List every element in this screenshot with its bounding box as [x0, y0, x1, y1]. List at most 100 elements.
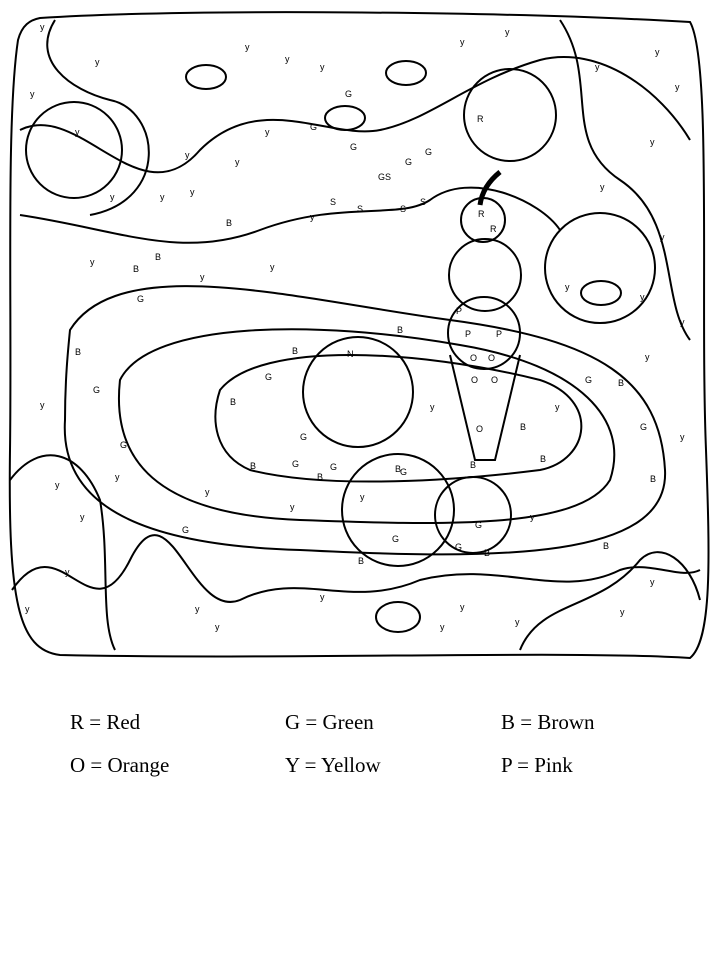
region-letter: y: [680, 317, 685, 327]
region-letter: y: [675, 82, 680, 92]
region-letter: S: [357, 204, 363, 214]
region-letter: y: [115, 472, 120, 482]
oval-4: [580, 280, 622, 306]
region-letter: B: [226, 218, 232, 228]
scoop-1: [448, 238, 522, 312]
region-letter: P: [456, 306, 462, 316]
region-letter: y: [110, 192, 115, 202]
region-letter: G: [400, 467, 407, 477]
region-letter: y: [320, 62, 325, 72]
circle-top-left: [25, 101, 123, 199]
big-swirl-outer: [63, 285, 667, 556]
region-letter: y: [190, 187, 195, 197]
region-letter: G: [300, 432, 307, 442]
region-letter: G: [345, 89, 352, 99]
region-letter: B: [650, 474, 656, 484]
region-letter: S: [400, 204, 406, 214]
region-letter: P: [465, 329, 471, 339]
legend-brown: B = Brown: [501, 710, 595, 734]
region-letter: y: [650, 137, 655, 147]
region-letter: y: [95, 57, 100, 67]
region-letter: y: [195, 604, 200, 614]
region-letter: y: [430, 402, 435, 412]
region-letter: G: [265, 372, 272, 382]
region-letter: y: [65, 567, 70, 577]
region-letter: G: [585, 375, 592, 385]
wave-left: [46, 19, 150, 216]
region-letter: y: [595, 62, 600, 72]
region-letter: y: [555, 402, 560, 412]
region-letter: y: [600, 182, 605, 192]
region-letter: B: [395, 464, 401, 474]
oval-1: [185, 64, 227, 90]
region-letter: B: [397, 325, 403, 335]
wave-top: [19, 56, 691, 174]
region-letter: B: [317, 472, 323, 482]
region-letter: y: [310, 212, 315, 222]
region-letter: y: [360, 492, 365, 502]
region-letter: y: [40, 22, 45, 32]
region-letter: B: [540, 454, 546, 464]
cone: [449, 354, 521, 461]
wave-right: [559, 19, 691, 341]
wave-lower-left: [9, 454, 116, 651]
legend-red: R = Red: [70, 710, 141, 734]
circle-bottom-right: [434, 476, 512, 554]
circle-right: [544, 212, 656, 324]
region-letter: y: [645, 352, 650, 362]
region-letter: y: [680, 432, 685, 442]
region-letter: y: [205, 487, 210, 497]
region-letter: G: [93, 385, 100, 395]
region-letter: y: [655, 47, 660, 57]
region-letter: G: [310, 122, 317, 132]
region-letter: y: [80, 512, 85, 522]
region-letter: y: [565, 282, 570, 292]
region-letter: G: [392, 534, 399, 544]
region-letter: y: [290, 502, 295, 512]
region-letter: R: [477, 114, 484, 124]
region-letter: G: [330, 462, 337, 472]
region-letter: B: [470, 460, 476, 470]
region-letter: R: [490, 224, 497, 234]
circle-center: [302, 336, 414, 448]
region-letter: y: [185, 150, 190, 160]
region-letter: O: [470, 353, 477, 363]
region-letter: S: [420, 197, 426, 207]
region-letter: R: [478, 209, 485, 219]
legend-green: G = Green: [285, 710, 374, 734]
region-letter: y: [245, 42, 250, 52]
region-letter: B: [520, 422, 526, 432]
region-letter: B: [75, 347, 81, 357]
legend-orange: O = Orange: [70, 753, 170, 777]
region-letter: O: [491, 375, 498, 385]
region-letter: G: [378, 172, 385, 182]
region-letter: B: [603, 541, 609, 551]
oval-2: [385, 60, 427, 86]
oval-5: [375, 601, 421, 633]
region-letter: y: [40, 400, 45, 410]
region-letter: y: [440, 622, 445, 632]
region-letter: B: [230, 397, 236, 407]
cherry-stem: [477, 170, 502, 206]
wave-mid: [19, 186, 561, 244]
region-letter: B: [484, 548, 490, 558]
oval-3: [324, 105, 366, 131]
region-letter: y: [320, 592, 325, 602]
region-letter: y: [460, 37, 465, 47]
region-letter: y: [270, 262, 275, 272]
region-letter: y: [265, 127, 270, 137]
wave-bottom: [11, 534, 701, 603]
wave-lower-right: [519, 551, 701, 651]
region-letter: G: [182, 525, 189, 535]
region-letter: y: [200, 272, 205, 282]
region-letter: y: [515, 617, 520, 627]
region-letter: G: [405, 157, 412, 167]
region-letter: G: [640, 422, 647, 432]
region-letter: y: [55, 480, 60, 490]
region-letter: y: [160, 192, 165, 202]
region-letter: B: [292, 346, 298, 356]
region-letter: B: [155, 252, 161, 262]
region-letter: G: [475, 520, 482, 530]
